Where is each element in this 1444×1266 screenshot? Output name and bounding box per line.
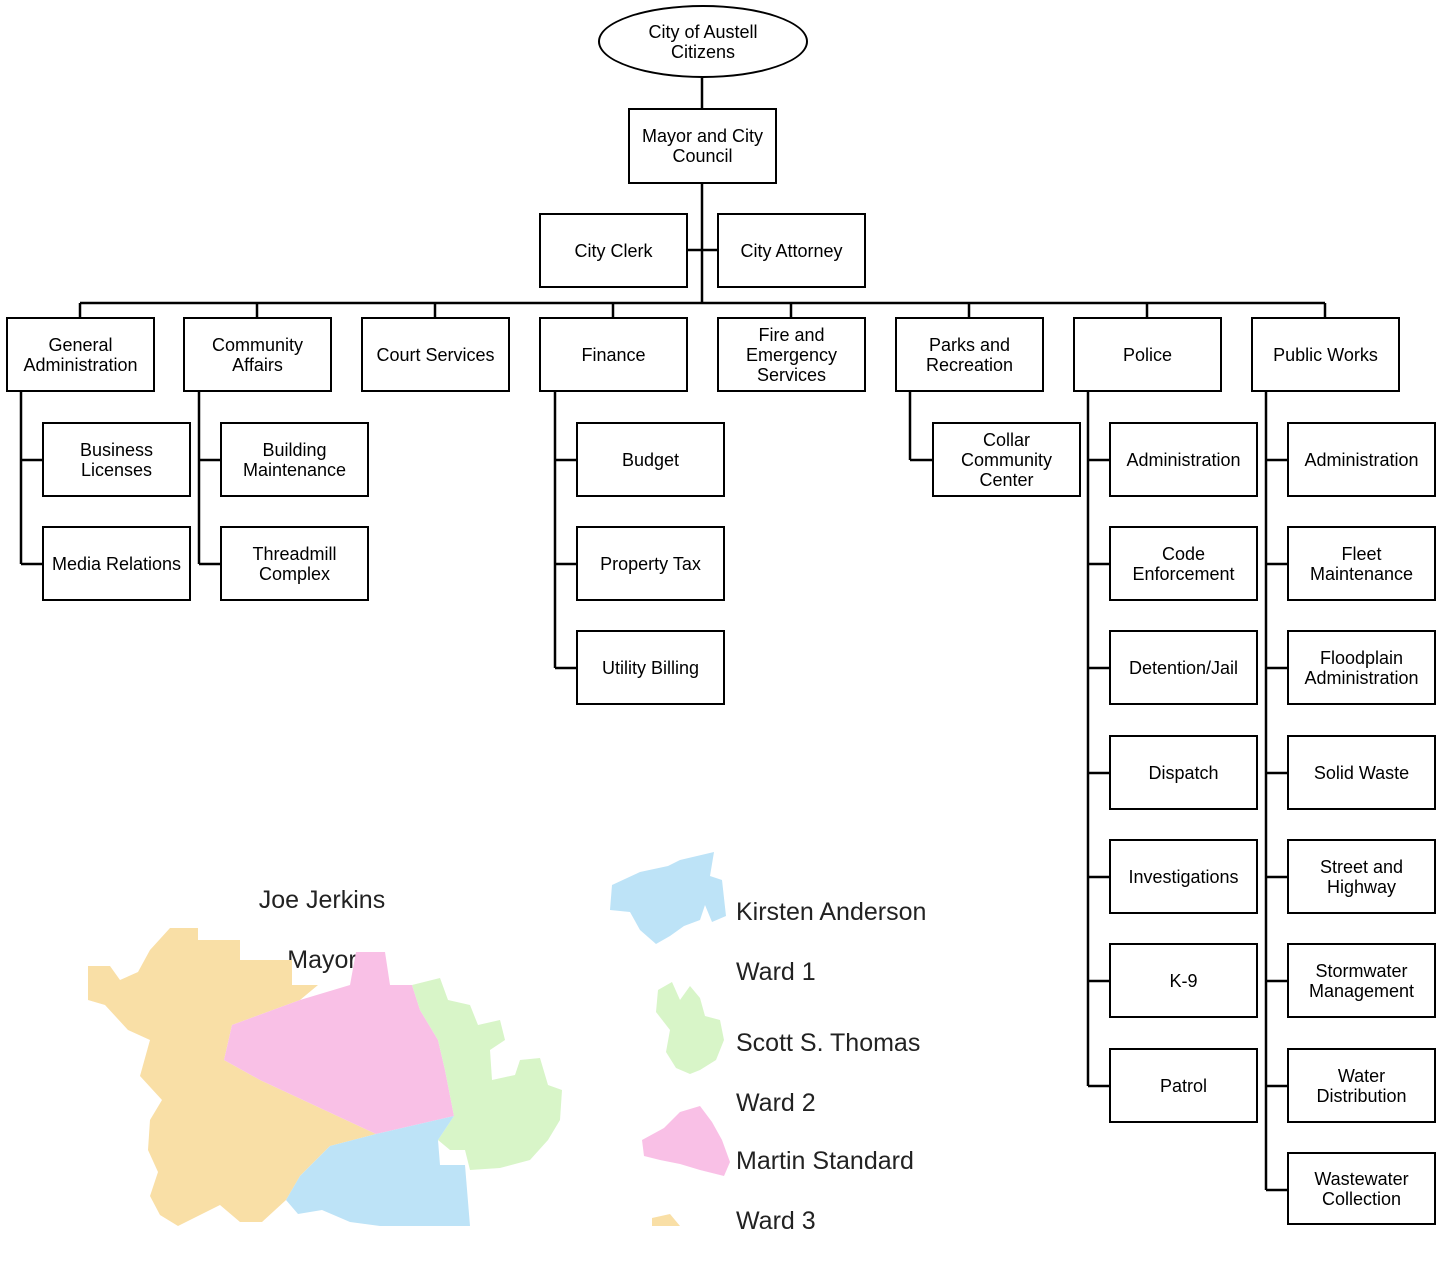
unit-patrol: Patrol [1109, 1048, 1258, 1123]
unit-label: Dispatch [1148, 762, 1219, 783]
dept-label: Fire and Emergency Services [745, 324, 838, 385]
ward-2-caption: Scott S. Thomas Ward 2 [736, 998, 920, 1148]
unit-label: Floodplain Administration [1304, 647, 1419, 688]
unit-dispatch: Dispatch [1109, 735, 1258, 810]
dept-fire-emergency: Fire and Emergency Services [717, 317, 866, 392]
city-attorney-label: City Attorney [740, 240, 843, 261]
unit-label: Solid Waste [1313, 762, 1410, 783]
ward-2-label: Ward 2 [736, 1089, 816, 1117]
ward-3-caption: Martin Standard Ward 3 [736, 1116, 914, 1266]
unit-fleet-maintenance: Fleet Maintenance [1287, 526, 1436, 601]
dept-community-affairs: Community Affairs [183, 317, 332, 392]
dept-parks-recreation: Parks and Recreation [895, 317, 1044, 392]
dept-label: Finance [581, 344, 646, 365]
unit-police-administration: Administration [1109, 422, 1258, 497]
unit-label: Budget [621, 449, 680, 470]
unit-label: Business Licenses [79, 439, 154, 480]
unit-pw-administration: Administration [1287, 422, 1436, 497]
unit-label: Fleet Maintenance [1309, 543, 1414, 584]
dept-finance: Finance [539, 317, 688, 392]
unit-street-highway: Street and Highway [1287, 839, 1436, 914]
dept-label: Community Affairs [211, 334, 304, 375]
dept-court-services: Court Services [361, 317, 510, 392]
dept-label: Public Works [1273, 344, 1378, 365]
unit-label: Utility Billing [601, 657, 700, 678]
unit-label: Property Tax [600, 553, 701, 574]
dept-general-administration: General Administration [6, 317, 155, 392]
unit-property-tax: Property Tax [576, 526, 725, 601]
unit-media-relations: Media Relations [42, 526, 191, 601]
unit-k9: K-9 [1109, 943, 1258, 1018]
unit-stormwater-management: Stormwater Management [1287, 943, 1436, 1018]
unit-label: Threadmill Complex [252, 543, 337, 584]
unit-label: Media Relations [51, 553, 182, 574]
unit-label: Administration [1304, 449, 1419, 470]
city-ward-map [88, 852, 730, 1226]
dept-public-works: Public Works [1251, 317, 1400, 392]
ward-4-region [88, 928, 376, 1226]
unit-building-maintenance: Building Maintenance [220, 422, 369, 497]
ward-1-caption: Kirsten Anderson Ward 1 [736, 867, 926, 1017]
unit-label: Street and Highway [1319, 856, 1404, 897]
council-node: Mayor and City Council [628, 108, 777, 184]
city-clerk-label: City Clerk [574, 240, 653, 261]
ward-3-name: Martin Standard [736, 1147, 914, 1175]
dept-label: Parks and Recreation [925, 334, 1014, 375]
ward-3-swatch [642, 1106, 730, 1176]
unit-label: K-9 [1169, 970, 1198, 991]
unit-water-distribution: Water Distribution [1287, 1048, 1436, 1123]
ward-1-name: Kirsten Anderson [736, 898, 927, 926]
unit-label: Patrol [1159, 1075, 1208, 1096]
ward-1-label: Ward 1 [736, 958, 816, 986]
ward-2-name: Scott S. Thomas [736, 1029, 921, 1057]
unit-label: Wastewater Collection [1314, 1168, 1409, 1209]
dept-label: Police [1122, 344, 1173, 365]
unit-label: Water Distribution [1316, 1065, 1407, 1106]
unit-business-licenses: Business Licenses [42, 422, 191, 497]
unit-label: Collar Community Center [960, 429, 1053, 490]
ward-1-swatch [610, 852, 726, 944]
unit-label: Code Enforcement [1132, 543, 1235, 584]
city-clerk-node: City Clerk [539, 213, 688, 288]
unit-utility-billing: Utility Billing [576, 630, 725, 705]
citizens-node: City of Austell Citizens [598, 5, 808, 78]
unit-investigations: Investigations [1109, 839, 1258, 914]
unit-solid-waste: Solid Waste [1287, 735, 1436, 810]
unit-label: Stormwater Management [1308, 960, 1415, 1001]
city-attorney-node: City Attorney [717, 213, 866, 288]
mayor-name: Joe Jerkins [258, 886, 386, 914]
mayor-title: Mayor [287, 946, 357, 974]
citizens-label: City of Austell Citizens [648, 21, 758, 62]
unit-label: Investigations [1128, 866, 1239, 887]
ward-2-swatch [656, 982, 724, 1074]
council-label: Mayor and City Council [641, 126, 764, 166]
unit-floodplain-administration: Floodplain Administration [1287, 630, 1436, 705]
ward-4-swatch [652, 1214, 680, 1226]
unit-budget: Budget [576, 422, 725, 497]
dept-label: General Administration [23, 334, 138, 375]
ward-3-region [224, 952, 454, 1134]
unit-label: Detention/Jail [1128, 657, 1239, 678]
unit-collar-community-center: Collar Community Center [932, 422, 1081, 497]
unit-label: Building Maintenance [242, 439, 347, 480]
org-chart-canvas: City of Austell Citizens Mayor and City … [6, 5, 1436, 1235]
mayor-caption: Joe Jerkins Mayor [202, 855, 442, 1005]
unit-wastewater-collection: Wastewater Collection [1287, 1152, 1436, 1225]
ward-3-label: Ward 3 [736, 1207, 816, 1235]
dept-label: Court Services [376, 344, 495, 365]
unit-threadmill-complex: Threadmill Complex [220, 526, 369, 601]
dept-police: Police [1073, 317, 1222, 392]
ward-2-region [412, 978, 562, 1170]
ward-1-region [286, 1116, 470, 1226]
unit-label: Administration [1126, 449, 1241, 470]
connector-lines [19, 78, 1327, 1192]
unit-code-enforcement: Code Enforcement [1109, 526, 1258, 601]
unit-detention-jail: Detention/Jail [1109, 630, 1258, 705]
